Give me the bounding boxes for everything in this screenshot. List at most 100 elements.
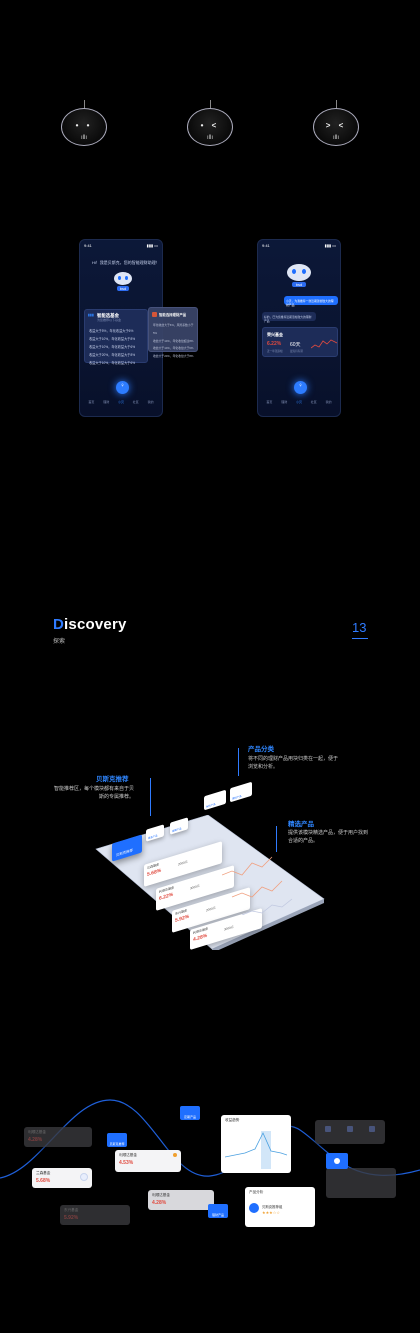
status-time: 9:41 xyxy=(262,243,270,248)
microphone-button[interactable]: ♀ xyxy=(116,381,129,394)
tab-bar: 首页 理财 小贝 社区 我的 xyxy=(84,400,158,410)
badge-icon xyxy=(173,1153,177,1157)
float-grey-card[interactable] xyxy=(326,1168,396,1198)
card-value: 4.28% xyxy=(28,1137,43,1143)
tab-bar: 首页 理财 小贝 社区 我的 xyxy=(262,400,336,410)
callout-recommend-title: 贝斯克推荐 xyxy=(96,776,129,783)
card-title: 产品分析 xyxy=(249,1190,264,1194)
bot-message-bubble: 好的，已为您推荐近期涨幅较大的理财产品 xyxy=(262,312,316,323)
tab-mine[interactable]: 我的 xyxy=(325,400,332,404)
robot-label: bsd xyxy=(117,286,129,292)
card-value: 4.53% xyxy=(119,1160,134,1166)
robot-mouth: ıllı xyxy=(333,135,339,141)
antenna-icon xyxy=(210,100,211,110)
signal-battery-icon: ▮▮▮ ▭ xyxy=(324,243,337,248)
term-product-icon-tile[interactable]: 定期产品 xyxy=(180,1106,200,1120)
category-tile[interactable]: 理财产品 xyxy=(230,781,252,803)
tab-community[interactable]: 社区 xyxy=(310,400,317,404)
tab-mine[interactable]: 我的 xyxy=(147,400,154,404)
list-item[interactable]: 收益大于20%，年化收益大于8% xyxy=(153,354,194,359)
popup-rows: 年化收益大于6%，风险系数小于5% 收益大于10%，年化收益超过8% 收益大于1… xyxy=(153,322,197,361)
tile-label: 保险产品 xyxy=(206,802,216,809)
float-fund-card[interactable]: 利顺达基金 4.53% xyxy=(115,1150,181,1172)
fund-recommend-card[interactable]: ▮▮▮ 智能选基金 为您推荐以下基金 收益大于5%，年化收益大于6% 收益大于1… xyxy=(84,309,148,365)
trend-lines xyxy=(222,856,293,915)
callout-line xyxy=(150,778,151,816)
bar-trend-chart xyxy=(225,1131,287,1169)
product-avatar-icon xyxy=(249,1203,259,1213)
robot-avatar-icon: bsd xyxy=(113,270,133,294)
microphone-button[interactable]: ♀ xyxy=(294,381,307,394)
card-title: 利顺达基金 xyxy=(28,1130,46,1134)
list-item[interactable]: 收益大于5%，年化收益大于6% xyxy=(89,329,134,333)
list-item[interactable]: 收益大于10%，年化收益大于6% xyxy=(153,346,194,351)
grid-icon xyxy=(347,1126,353,1132)
clock-icon xyxy=(80,1173,88,1181)
recommend-icon-tile[interactable]: 贝斯克推荐 xyxy=(107,1133,127,1147)
tab-home[interactable]: 首页 xyxy=(88,400,95,404)
clock-icon-tile[interactable] xyxy=(326,1153,348,1169)
callout-category-title: 产品分类 xyxy=(248,746,274,753)
tile-label: 理财产品 xyxy=(211,1213,224,1217)
tab-assistant[interactable]: 小贝 xyxy=(295,400,302,404)
microphone-icon: ♀ xyxy=(120,383,125,389)
fund-name: 荣兴基金 xyxy=(267,332,283,337)
card-title: 智能选基金 xyxy=(97,313,119,318)
list-item[interactable]: 收益大于10%，年化收益超过8% xyxy=(153,338,194,343)
tab-finance[interactable]: 理财 xyxy=(103,400,110,404)
fund-rate: 6.22% xyxy=(267,341,282,347)
card-rows: 收益大于5%，年化收益大于6% 收益大于10%，年化收益大于8% 收益大于10%… xyxy=(89,327,135,367)
finance-product-icon-tile[interactable]: 理财产品 xyxy=(208,1204,228,1218)
signal-battery-icon: ▮▮▮ ▭ xyxy=(146,243,159,248)
card-title: 东兴基金 xyxy=(64,1208,79,1212)
list-item[interactable]: 收益大于20%，年化收益大于8% xyxy=(89,353,136,357)
float-fund-card[interactable]: 利顺达基金 4.28% xyxy=(24,1127,92,1147)
smart-select-popup[interactable]: 智能选择理财产品 年化收益大于6%，风险系数小于5% 收益大于10%，年化收益超… xyxy=(148,307,198,358)
trend-chart-card[interactable]: 收益趋势 xyxy=(221,1115,291,1173)
callout-recommend-text: 智能推荐区，每个模块都有来自于贝斯的专属推荐。 xyxy=(53,786,134,800)
antenna-icon xyxy=(84,100,85,110)
popup-title: 智能选择理财产品 xyxy=(159,313,187,317)
title-lead: D xyxy=(53,616,65,633)
robot-mouth: ıllı xyxy=(207,135,213,141)
card-title: 利顺达基金 xyxy=(152,1193,170,1197)
grid-icon xyxy=(325,1126,331,1132)
flowing-wave-line xyxy=(0,1099,420,1179)
tile-label: 贝斯克推荐 xyxy=(109,1142,125,1146)
chart-icon: ▮▮▮ xyxy=(88,313,94,317)
robot-eyes: • • xyxy=(75,121,93,130)
rating-stars: ★★★☆☆ xyxy=(262,1210,280,1215)
category-tile[interactable]: 保险产品 xyxy=(204,789,226,811)
grid-icon xyxy=(369,1126,375,1132)
float-fund-card[interactable]: 兰森基金 5.68% xyxy=(32,1168,92,1188)
float-fund-card[interactable]: 东兴基金 5.92% xyxy=(60,1205,130,1225)
callout-picks-text: 提供该模块精选产品，便于用户找到合适的产品。 xyxy=(288,830,369,844)
callout-line xyxy=(276,826,277,852)
callout-line xyxy=(238,748,239,776)
card-title: 兰森基金 xyxy=(36,1171,51,1175)
float-fund-card[interactable]: 利顺达基金 4.28% xyxy=(148,1190,214,1210)
callout-category-text: 将不同的理财产品用块归类在一起，便于浏览和分析。 xyxy=(248,756,339,770)
tile-label: 定期产品 xyxy=(183,1115,196,1119)
product-analysis-card[interactable]: 产品分析 贝斯克推荐组 ★★★☆☆ xyxy=(245,1187,315,1227)
card-value: 5.68% xyxy=(36,1178,51,1184)
fund-result-card[interactable]: 荣兴基金 6.22% 近一年涨跌幅 60天 最短持有期 xyxy=(262,327,338,357)
tab-finance[interactable]: 理财 xyxy=(281,400,288,404)
list-item[interactable]: 年化收益大于6%，风险系数小于5% xyxy=(153,323,194,335)
antenna-icon xyxy=(336,100,337,110)
title-rest: iscovery xyxy=(64,616,127,633)
section-number: 13 xyxy=(352,620,367,635)
tab-assistant[interactable]: 小贝 xyxy=(117,400,124,404)
isometric-phone: 贝斯克推荐 基金产品 定期产品 保险产品 理财产品 兰森基金 5.68% 200… xyxy=(92,781,328,951)
robot-eyes: • < xyxy=(200,121,220,130)
tab-home[interactable]: 首页 xyxy=(266,400,273,404)
lock-icon xyxy=(152,312,157,317)
section-divider xyxy=(352,638,368,639)
tab-community[interactable]: 社区 xyxy=(132,400,139,404)
fund-rate-label: 近一年涨跌幅 xyxy=(267,350,283,353)
list-item[interactable]: 收益大于10%，年化收益大于6% xyxy=(89,345,136,349)
chart-title: 收益趋势 xyxy=(225,1118,240,1122)
list-item[interactable]: 收益大于10%，年化收益大于8% xyxy=(89,337,136,341)
icon-menu-card[interactable] xyxy=(315,1120,385,1144)
list-item[interactable]: 收益大于10%，年化收益大于6% xyxy=(89,361,136,365)
